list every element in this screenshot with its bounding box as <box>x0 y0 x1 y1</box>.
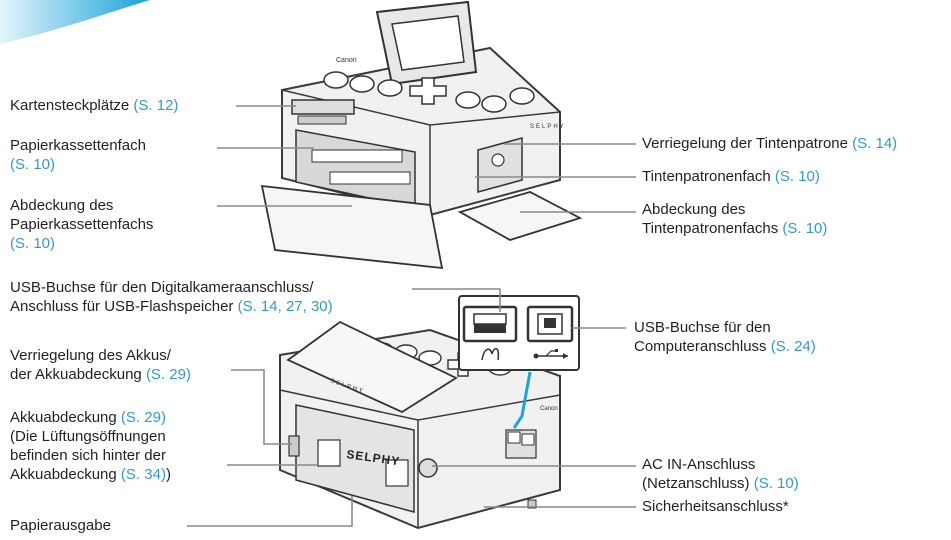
label-text: Verriegelung der Tintenpatrone <box>642 135 848 152</box>
page-ref: (S. 24) <box>770 338 816 355</box>
model-label-front: SELPHY <box>530 124 566 130</box>
page-ref: (S. 10) <box>10 235 56 252</box>
page-ref: (S. 12) <box>133 97 179 114</box>
label-text: AC IN-Anschluss <box>642 456 756 473</box>
page-ref: (S. 34) <box>120 466 166 483</box>
label-ac-in: AC IN-Anschluss (Netzanschluss) (S. 10) <box>642 455 799 493</box>
label-usb-camera-port: USB-Buchse für den Digitalkameraanschlus… <box>10 278 333 316</box>
label-text: Papierkassettenfach <box>10 137 146 154</box>
printer-back-view: SELPHY SELPHY Canon <box>279 320 561 530</box>
label-battery-cover: Akkuabdeckung (S. 29) (Die Lüftungsöffnu… <box>10 408 171 484</box>
label-security-slot: Sicherheitsanschluss* <box>642 497 789 516</box>
label-text: Tintenpatronenfachs <box>642 220 779 237</box>
label-ink-lock: Verriegelung der Tintenpatrone (S. 14) <box>642 134 897 153</box>
page-ref: (S. 29) <box>120 409 166 426</box>
label-ink-cover: Abdeckung des Tintenpatronenfachs (S. 10… <box>642 200 827 238</box>
label-text: USB-Buchse für den <box>634 319 771 336</box>
label-text: Anschluss für USB-Flashspeicher <box>10 298 234 315</box>
label-text: Akkuabdeckung <box>10 466 117 483</box>
label-text: Akkuabdeckung <box>10 409 117 426</box>
label-battery-lock: Verriegelung des Akkus/ der Akkuabdeckun… <box>10 346 191 384</box>
label-ink-slot: Tintenpatronenfach (S. 10) <box>642 167 820 186</box>
label-text: Computeranschluss <box>634 338 767 355</box>
label-card-slots: Kartensteckplätze (S. 12) <box>10 96 178 115</box>
label-text: befinden sich hinter der <box>10 447 166 464</box>
label-usb-computer-port: USB-Buchse für den Computeranschluss (S.… <box>634 318 816 356</box>
label-text: der Akkuabdeckung <box>10 366 142 383</box>
header-tab-decoration <box>0 0 150 44</box>
label-text: Abdeckung des <box>10 197 114 214</box>
label-text: ) <box>165 466 171 483</box>
label-text: Sicherheitsanschluss* <box>642 498 789 515</box>
label-paper-tray-cover: Abdeckung des Papierkassettenfachs (S. 1… <box>10 196 153 253</box>
leader-lines <box>187 105 636 527</box>
usb-detail-inset <box>458 295 580 429</box>
page-ref: (S. 10) <box>774 168 820 185</box>
usb-icon <box>533 349 568 359</box>
page-ref: (S. 29) <box>145 366 191 383</box>
label-text: Papierausgabe <box>10 517 111 534</box>
brand-logo-back: Canon <box>540 406 558 412</box>
page-ref: (S. 14) <box>852 135 898 152</box>
label-text: (Die Lüftungsöffnungen <box>10 428 166 445</box>
pictbridge-icon <box>481 347 500 361</box>
label-text: Papierkassettenfachs <box>10 216 154 233</box>
label-paper-output: Papierausgabe <box>10 516 111 535</box>
label-text: (Netzanschluss) <box>642 475 750 492</box>
label-text: Tintenpatronenfach <box>642 168 771 185</box>
page-ref: (S. 10) <box>753 475 799 492</box>
label-paper-tray: Papierkassettenfach (S. 10) <box>10 136 146 174</box>
printer-front-view: Canon SELPHY <box>260 0 583 270</box>
label-text: Kartensteckplätze <box>10 97 130 114</box>
label-text: USB-Buchse für den Digitalkameraanschlus… <box>10 279 314 296</box>
page-ref: (S. 10) <box>782 220 828 237</box>
page-ref: (S. 10) <box>10 156 56 173</box>
brand-logo-front: Canon <box>336 57 357 64</box>
label-text: Verriegelung des Akkus/ <box>10 347 171 364</box>
label-text: Abdeckung des <box>642 201 746 218</box>
page-ref: (S. 14, 27, 30) <box>237 298 333 315</box>
